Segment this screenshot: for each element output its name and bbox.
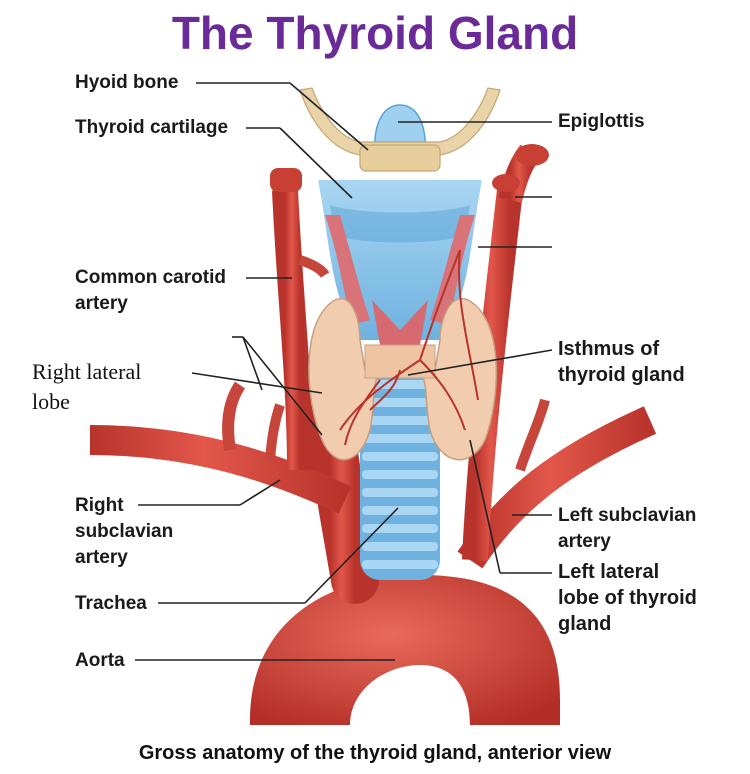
diagram-title: The Thyroid Gland	[171, 7, 579, 59]
label-left-subclavian-line2: artery	[558, 531, 611, 552]
right-common-carotid-shape	[272, 189, 313, 471]
label-right-lateral-lobe-line1: Right lateral	[32, 359, 142, 384]
label-left-lateral-lobe-line3: gland	[558, 613, 612, 635]
label-epiglottis: Epiglottis	[558, 111, 645, 132]
label-common-carotid-line2: artery	[75, 293, 128, 314]
thyroid-gland-shape	[308, 249, 497, 461]
hyoid-bone-shape	[299, 87, 501, 156]
label-left-lateral-lobe-line1: Left lateral	[558, 561, 660, 583]
diagram-caption: Gross anatomy of the thyroid gland, ante…	[138, 742, 612, 764]
label-trachea: Trachea	[75, 593, 147, 614]
label-right-subclavian-line2: subclavian	[75, 521, 174, 542]
label-left-lateral-lobe-line2: lobe of thyroid	[558, 587, 697, 609]
label-right-subclavian-line1: Right	[75, 495, 124, 516]
right-subclavian-artery-shape	[89, 425, 352, 514]
label-aorta: Aorta	[75, 650, 125, 671]
label-isthmus-line2: thyroid gland	[558, 364, 685, 386]
leader-lines	[135, 82, 553, 661]
label-thyroid-cartilage: Thyroid cartilage	[75, 117, 229, 138]
trachea-shape	[360, 370, 440, 580]
label-right-subclavian-line3: artery	[75, 547, 128, 568]
label-isthmus-line1: Isthmus of	[558, 338, 660, 360]
label-right-lateral-lobe-line2: lobe	[32, 389, 70, 414]
label-hyoid-bone: Hyoid bone	[75, 72, 179, 93]
label-common-carotid-line1: Common carotid	[75, 267, 226, 288]
label-left-subclavian-line1: Left subclavian	[558, 505, 697, 526]
